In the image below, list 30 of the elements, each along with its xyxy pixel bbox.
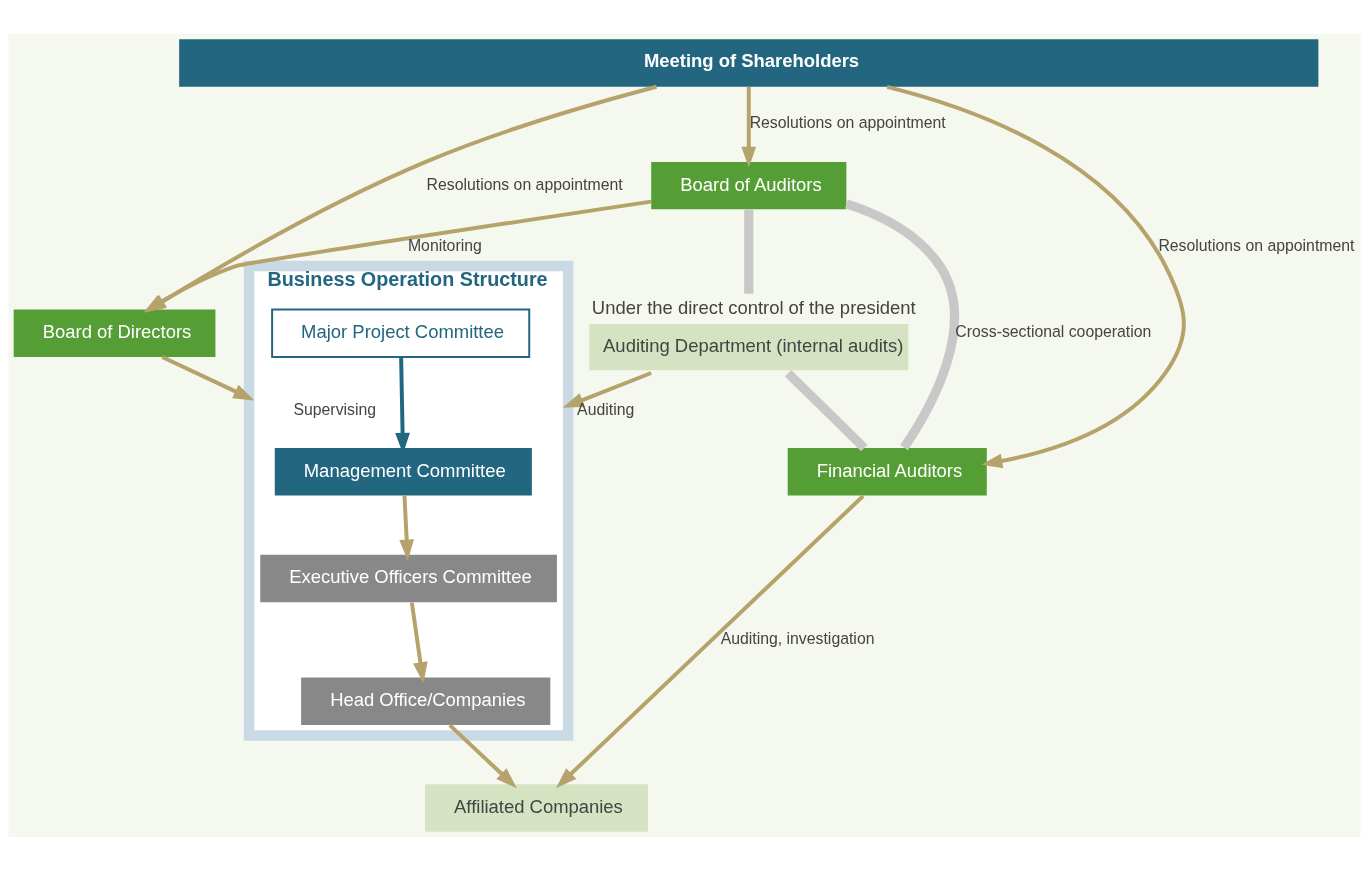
node-label: Under the direct control of the president (591, 296, 916, 318)
edge-label: Supervising (293, 400, 377, 418)
connector (845, 199, 959, 451)
connector (784, 369, 868, 452)
edge-label: Cross-sectional cooperation (955, 323, 1152, 341)
node-box: Head Office/Companies (301, 677, 551, 725)
arrow (409, 602, 428, 684)
edge-label: Resolutions on appointment (1158, 237, 1355, 255)
edge-label: Auditing, investigation (720, 629, 875, 647)
node-box: Financial Auditors (787, 448, 987, 496)
node-box: Management Committee (274, 448, 532, 496)
arrow (448, 723, 517, 789)
connector (744, 209, 754, 294)
arrow (399, 495, 415, 561)
arrow (886, 84, 1186, 469)
node-box: Board of Auditors (651, 161, 847, 210)
node-box: Major Project Committee (271, 308, 531, 359)
arrow (555, 494, 865, 789)
arrow (161, 355, 255, 401)
node-box: Executive Officers Committee (260, 554, 557, 603)
edge-label: Monitoring (407, 237, 482, 255)
node-box: Affiliated Companies (425, 784, 648, 832)
edge-label: Auditing (577, 400, 635, 418)
arrow (741, 86, 757, 168)
node-box: Board of Directors (13, 309, 216, 358)
node-box: Auditing Department (internal audits) (589, 324, 909, 371)
edge-label: Resolutions on appointment (749, 114, 946, 132)
edge-label: Resolutions on appointment (426, 175, 623, 193)
arrow (562, 371, 652, 408)
node-box: Meeting of Shareholders (179, 39, 1319, 87)
